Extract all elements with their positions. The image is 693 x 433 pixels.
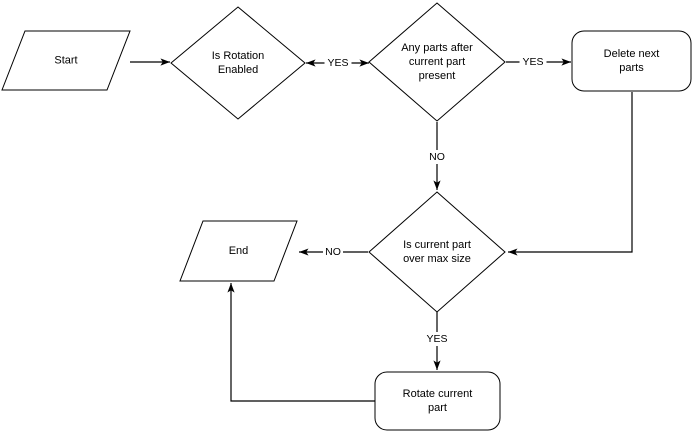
node-label-end: End: [229, 245, 249, 257]
edge-label-any-parts-no-to-max-size: NO: [429, 151, 445, 163]
edge-label-max-size-yes-to-rotate: YES: [426, 333, 447, 345]
edge-label-bg: [324, 56, 352, 70]
node-label-start: Start: [54, 54, 77, 66]
parallelogram-shape: [1, 30, 131, 91]
edge-label-bg: [323, 245, 343, 259]
edge-delete-next-parts-to-max-size: [508, 92, 633, 256]
edge-label-bg: [519, 55, 547, 69]
node-start[interactable]: Start: [1, 30, 131, 91]
parallelogram-shape: [179, 220, 298, 282]
rounded-rect-shape: [374, 371, 501, 431]
edge-rotate-to-end: [227, 283, 375, 402]
edge-label-bg: [427, 150, 447, 164]
edge-label-is-rotation-enabled-to-any-parts: YES: [327, 57, 348, 69]
edge-label-any-parts-yes-to-delete-next-parts: YES: [522, 56, 543, 68]
diamond-shape: [170, 6, 306, 120]
edge-labels-layer: YES YES NO NO YES: [323, 55, 547, 346]
edge-label-bg: [423, 332, 451, 346]
rounded-rect-shape: [571, 30, 692, 92]
node-end[interactable]: End: [179, 220, 298, 282]
diamond-shape: [368, 2, 506, 122]
edge-label-max-size-no-to-end: NO: [325, 246, 341, 258]
diamond-shape: [368, 191, 506, 313]
